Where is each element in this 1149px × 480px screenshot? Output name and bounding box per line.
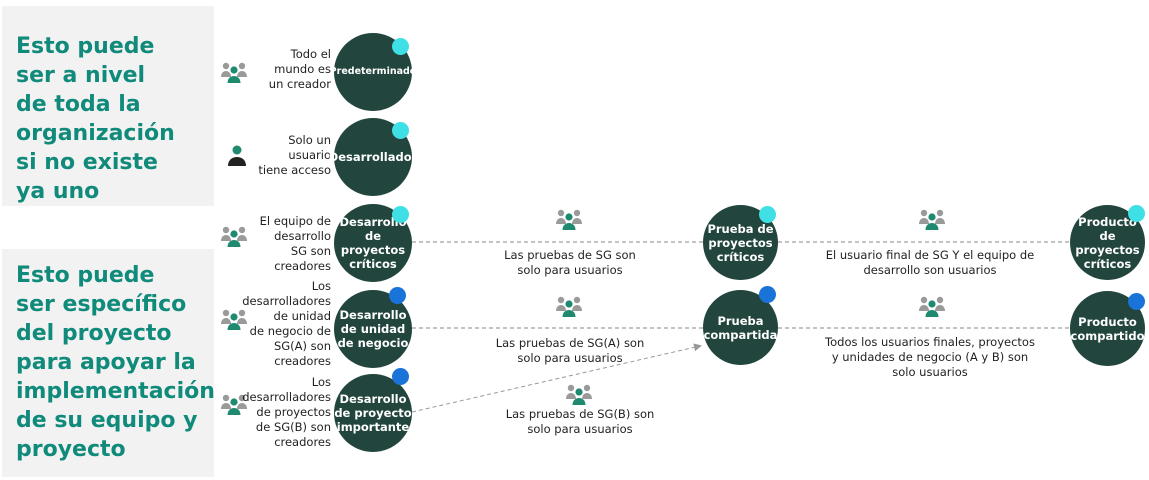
group-icon (221, 394, 247, 415)
row-label-major-dev: Los desarrolladores de proyectos de SG(B… (242, 375, 331, 449)
group-icon (221, 62, 247, 83)
project-panel: Esto puede ser específico del proyecto p… (2, 249, 215, 477)
row-label-bu-dev: Los desarrolladores de unidad de negocio… (242, 279, 331, 368)
connector-major-dev-to-test (411, 343, 702, 413)
status-dot (392, 122, 409, 139)
group-icon (919, 296, 945, 317)
group-icon (566, 384, 592, 405)
node-developer[interactable]: Desarrollador (329, 118, 417, 196)
caption-prod-critical: El usuario final de SG Y el equipo de de… (825, 248, 1035, 277)
org-panel: Esto puede ser a nivel de toda la organi… (2, 6, 214, 206)
status-dot (392, 368, 409, 385)
node-major-dev[interactable]: Desarrollo de proyecto importante (334, 374, 412, 452)
org-panel-text: Esto puede ser a nivel de toda la organi… (16, 34, 175, 204)
caption-prod-shared: Todos los usuarios finales, proyectos y … (825, 335, 1035, 379)
status-dot (389, 287, 406, 304)
node-critical-dev[interactable]: Desarrollo de proyectos críticos (334, 204, 412, 282)
caption-test-critical: Las pruebas de SG son solo para usuarios (504, 248, 636, 277)
node-test-shared[interactable]: Prueba compartida (703, 290, 778, 365)
group-icon (556, 296, 582, 317)
status-dot (392, 206, 409, 223)
person-icon (228, 145, 246, 166)
row-label-critical-dev: El equipo de desarrollo SG son creadores (259, 214, 331, 273)
status-dot (392, 38, 409, 55)
group-icon (221, 309, 247, 330)
row-label-developer: Solo un usuario tiene acceso (258, 133, 331, 177)
project-panel-text: Esto puede ser específico del proyecto p… (16, 263, 215, 462)
caption-test-shared-a: Las pruebas de SG(A) son solo para usuar… (495, 336, 645, 365)
status-dot (759, 206, 776, 223)
status-dot (1128, 293, 1145, 310)
status-dot (1128, 205, 1145, 222)
status-dot (759, 286, 776, 303)
group-icon (919, 209, 945, 230)
row-label-default: Todo el mundo es un creador (268, 47, 331, 91)
caption-test-shared-b: Las pruebas de SG(B) son solo para usuar… (505, 407, 655, 436)
group-icon (556, 209, 582, 230)
node-prod-critical[interactable]: Producto de proyectos críticos (1070, 205, 1145, 280)
group-icon (221, 226, 247, 247)
